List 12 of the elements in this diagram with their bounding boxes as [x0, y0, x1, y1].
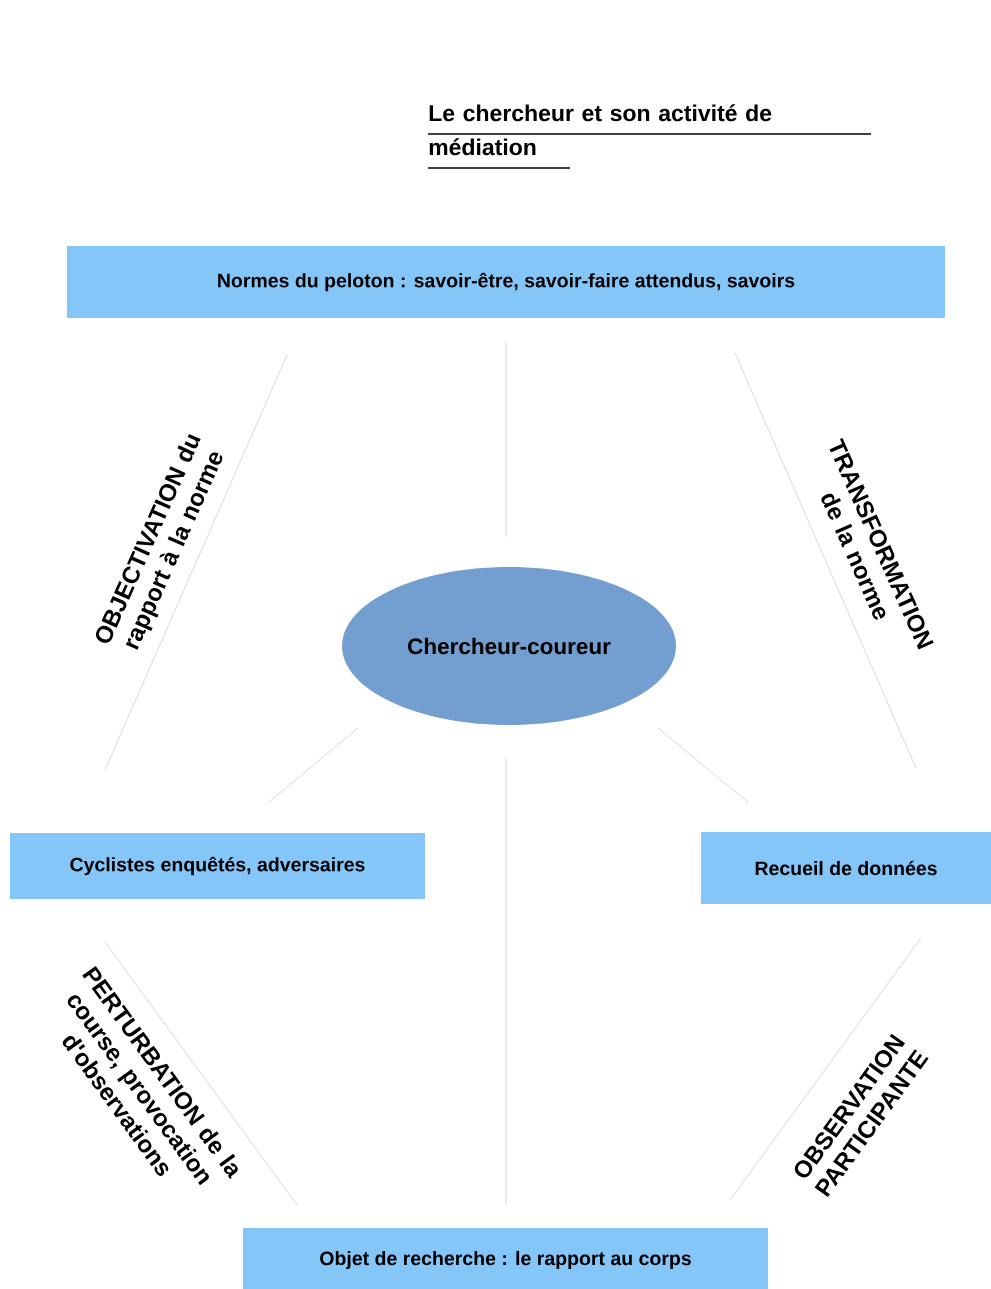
connector-line [104, 941, 298, 1206]
label-box: Objet de recherche : le rapport au corps [243, 1228, 768, 1289]
label-box: Normes du peloton : savoir-être, savoir-faire attendus, savoirs [67, 246, 945, 318]
title: Le chercheur et son activité de médiation [427, 104, 872, 169]
connector-line [104, 354, 288, 771]
label-box: Recueil de données [701, 832, 991, 904]
label-box: Cyclistes enquêtés, adversaires [10, 833, 425, 899]
connector-line [657, 727, 750, 804]
connector-line [729, 937, 922, 1201]
connector-line [734, 352, 917, 769]
connector-line [267, 727, 359, 804]
ellipse-node: Chercheur-coureur [342, 567, 676, 725]
